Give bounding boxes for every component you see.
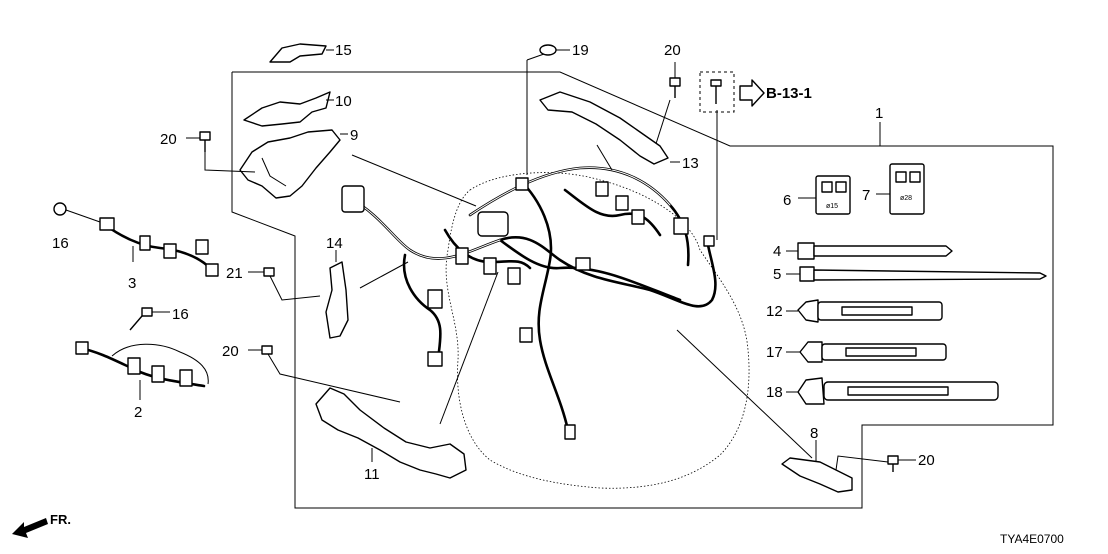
- part-10-cover: [243, 91, 334, 127]
- callout-20-top-center: 20: [664, 42, 681, 59]
- part-9-bracket: [239, 129, 348, 199]
- callout-13: 13: [682, 155, 699, 172]
- part-11-bracket: [315, 387, 467, 479]
- callout-21: 21: [226, 265, 243, 282]
- part-18-clip-tie: [786, 377, 999, 405]
- bolt-20-upper-left: [186, 131, 256, 173]
- bolt-16-left: [53, 202, 101, 223]
- callout-9: 9: [350, 127, 358, 144]
- callout-4: 4: [773, 243, 781, 260]
- bolt-21: [248, 267, 321, 301]
- grommet-6-size: ø15: [826, 203, 838, 210]
- part-15-cover: [269, 43, 334, 63]
- part-12-clip-tie: [786, 299, 943, 323]
- engine-wire-harness: [341, 166, 717, 440]
- part-2-sub-harness: [75, 341, 209, 400]
- callout-17: 17: [766, 344, 783, 361]
- reference-arrow-group: [699, 71, 765, 113]
- part-17-clip-tie: [786, 341, 947, 363]
- callout-16-left: 16: [52, 235, 69, 252]
- part-3-sub-harness: [99, 217, 219, 277]
- diagram-code: TYA4E0700: [1000, 532, 1064, 546]
- callout-7: 7: [862, 187, 870, 204]
- front-direction-arrow-icon: [12, 518, 48, 538]
- part-8-bracket: [781, 440, 853, 493]
- bolt-20-lower-left: [248, 345, 401, 403]
- callout-8: 8: [810, 425, 818, 442]
- callout-18: 18: [766, 384, 783, 401]
- bolt-20-top-center: [653, 62, 681, 151]
- assembly-outline: [231, 71, 1054, 509]
- callout-14: 14: [326, 235, 343, 252]
- part-7-grommet: [876, 163, 925, 215]
- callout-20-lower-right: 20: [918, 452, 935, 469]
- direction-label: FR.: [50, 512, 71, 527]
- callout-16-right: 16: [172, 306, 189, 323]
- callout-10: 10: [335, 93, 352, 110]
- grommet-7-size: ø28: [900, 195, 912, 202]
- callout-11: 11: [364, 466, 380, 483]
- callout-5: 5: [773, 266, 781, 283]
- callout-6: 6: [783, 192, 791, 209]
- callout-20-lower-left: 20: [222, 343, 239, 360]
- callout-19: 19: [572, 42, 589, 59]
- part-5-cable-tie: [786, 266, 1047, 282]
- part-4-cable-tie: [786, 242, 953, 260]
- part-14-bracket: [325, 250, 349, 339]
- callout-20-upper-left: 20: [160, 131, 177, 148]
- callout-12: 12: [766, 303, 783, 320]
- bolt-19: [526, 44, 570, 61]
- callout-15: 15: [335, 42, 352, 59]
- reference-label: B-13-1: [766, 85, 812, 102]
- bolt-20-lower-right: [835, 455, 916, 472]
- callout-1: 1: [875, 105, 883, 122]
- bolt-16-right: [129, 307, 170, 331]
- arrow-right-icon: [739, 79, 765, 107]
- part-13-bracket: [539, 91, 680, 165]
- callout-3: 3: [128, 275, 136, 292]
- callout-2: 2: [134, 404, 142, 421]
- part-6-grommet: [798, 175, 851, 215]
